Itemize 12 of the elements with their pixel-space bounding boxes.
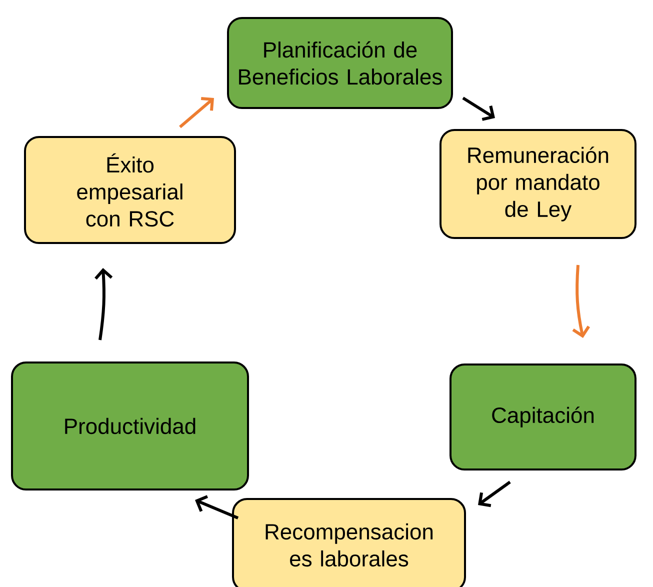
arrow [572, 264, 590, 338]
process-box: Planificación de Beneficios Laborales [227, 17, 453, 109]
arrow [462, 96, 495, 121]
process-box: Éxito empesarial con RSC [24, 136, 236, 244]
process-box: Productividad [11, 362, 249, 490]
arrow [478, 480, 511, 508]
arrow [94, 268, 113, 340]
arrow [195, 495, 239, 520]
process-box: Capitación [450, 364, 636, 470]
process-box: Recompensacion es laborales [232, 498, 466, 587]
process-box: Remuneración por mandato de Ley [440, 129, 636, 239]
arrow [179, 96, 214, 128]
